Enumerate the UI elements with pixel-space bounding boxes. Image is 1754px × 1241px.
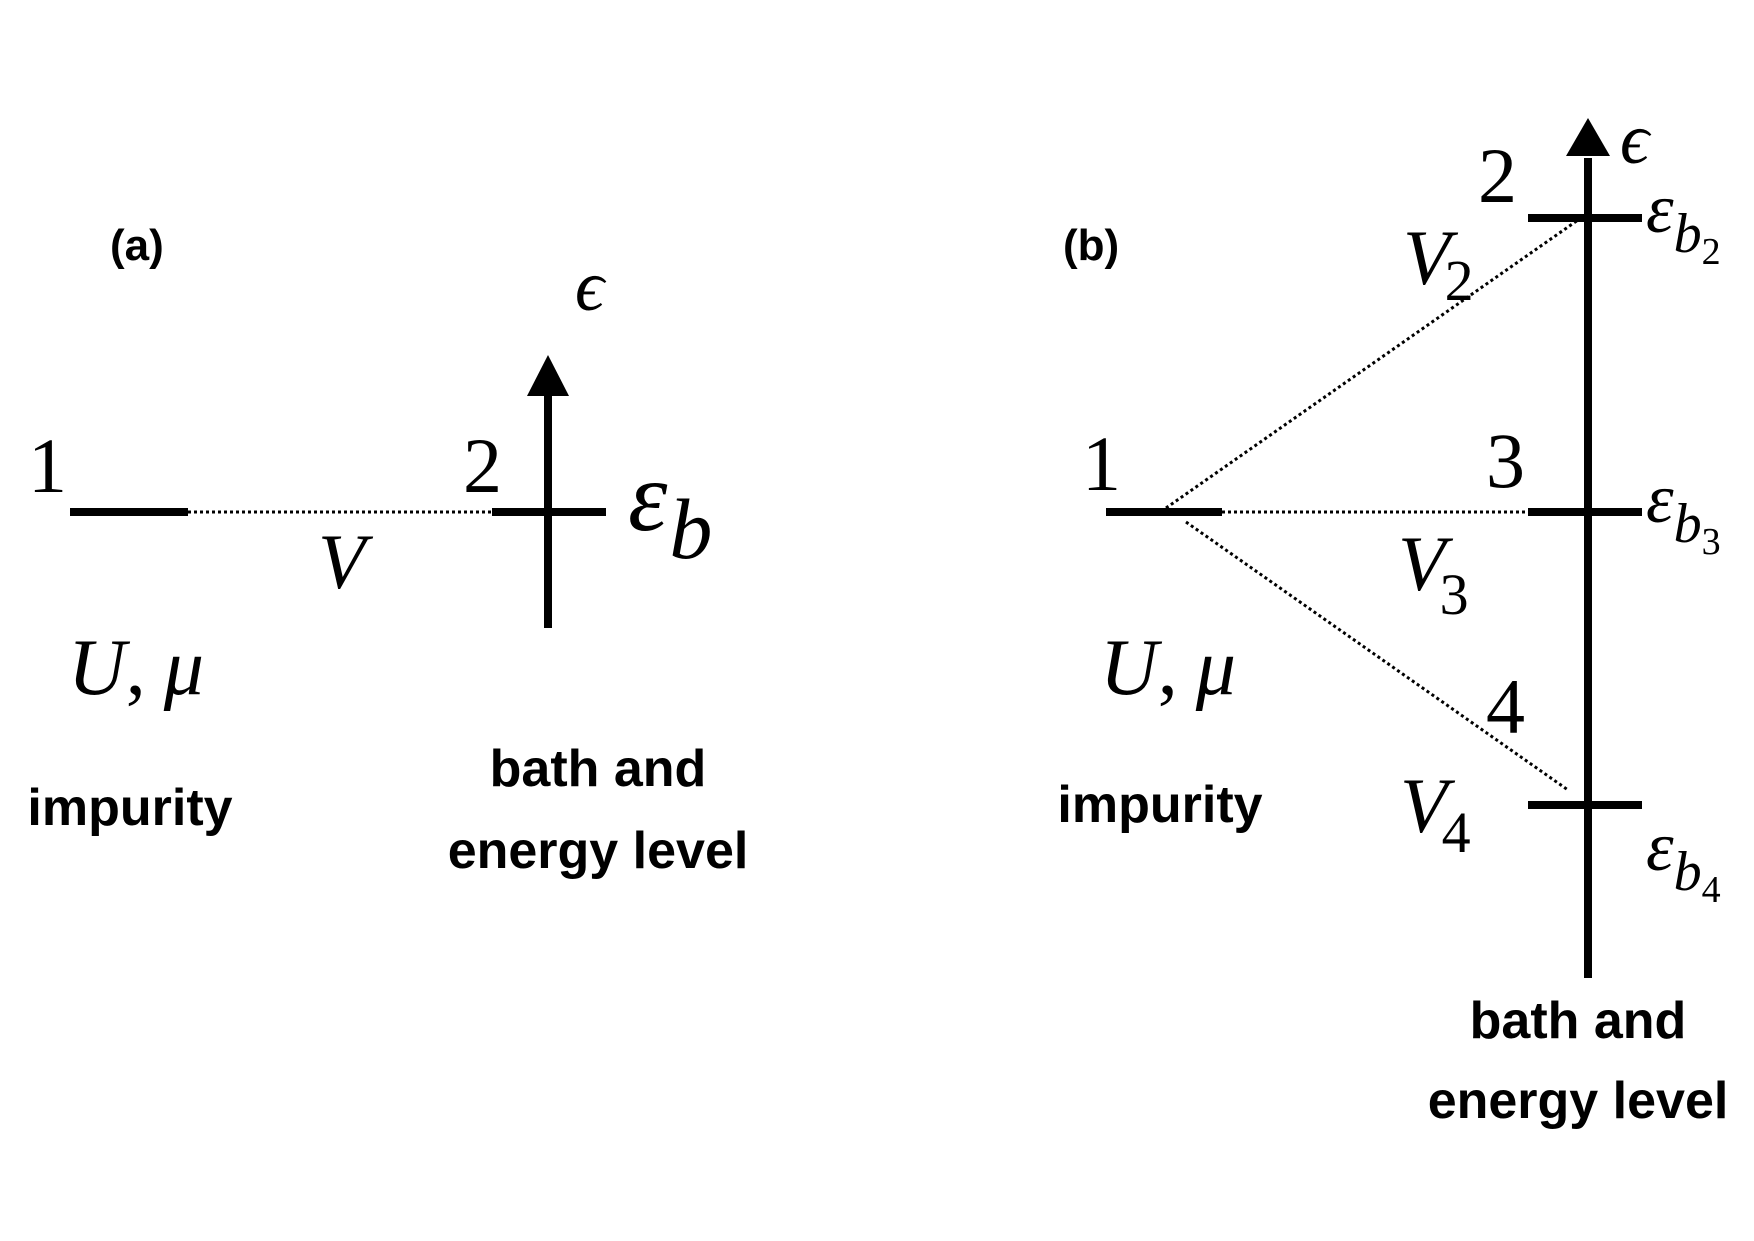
bath-energy-label-4: εb4	[1646, 809, 1721, 911]
hybridization-label-4: V4	[1400, 762, 1471, 865]
energy-axis-symbol-b: ϵ	[1620, 99, 1652, 179]
hybridization-label-3: V3	[1398, 520, 1469, 627]
bath-site-number: 2	[463, 422, 502, 509]
interaction-label: U,μ	[68, 624, 204, 712]
bath-site-number-4: 4	[1486, 663, 1525, 750]
bath-site-number-3: 3	[1486, 417, 1525, 504]
energy-axis-arrowhead	[527, 355, 569, 396]
panel-a-tag: (a)	[110, 221, 164, 270]
panel-b: (b) 1 ϵ 2 3 4 V2 V3 V4 εb2 εb3 εb4 U,μ i…	[1057, 99, 1728, 1130]
bath-caption-line1: bath and	[490, 740, 707, 798]
bath-caption-line2: energy level	[448, 822, 749, 880]
bath-site-number-2: 2	[1478, 132, 1517, 219]
hybridization-label-2: V2	[1403, 214, 1474, 313]
panel-b-tag: (b)	[1063, 221, 1119, 270]
bath-energy-label-3: εb3	[1646, 461, 1721, 563]
impurity-caption-b: impurity	[1057, 776, 1262, 834]
bath-caption-line1-b: bath and	[1470, 992, 1687, 1050]
bath-energy-label-2: εb2	[1646, 171, 1721, 273]
impurity-caption: impurity	[27, 779, 232, 837]
energy-axis-arrowhead-b	[1566, 118, 1610, 156]
panel-a: (a) 1 V ϵ 2 εb U,μ impurity bath and ene…	[27, 221, 748, 880]
impurity-site-number-b: 1	[1082, 420, 1121, 507]
bath-energy-symbol: εb	[628, 441, 712, 577]
hybridization-label: V	[318, 518, 374, 605]
energy-axis-symbol: ϵ	[575, 246, 607, 326]
interaction-label-b: U,μ	[1100, 624, 1236, 712]
bath-caption-line2-b: energy level	[1428, 1072, 1729, 1130]
impurity-site-number: 1	[28, 422, 67, 509]
